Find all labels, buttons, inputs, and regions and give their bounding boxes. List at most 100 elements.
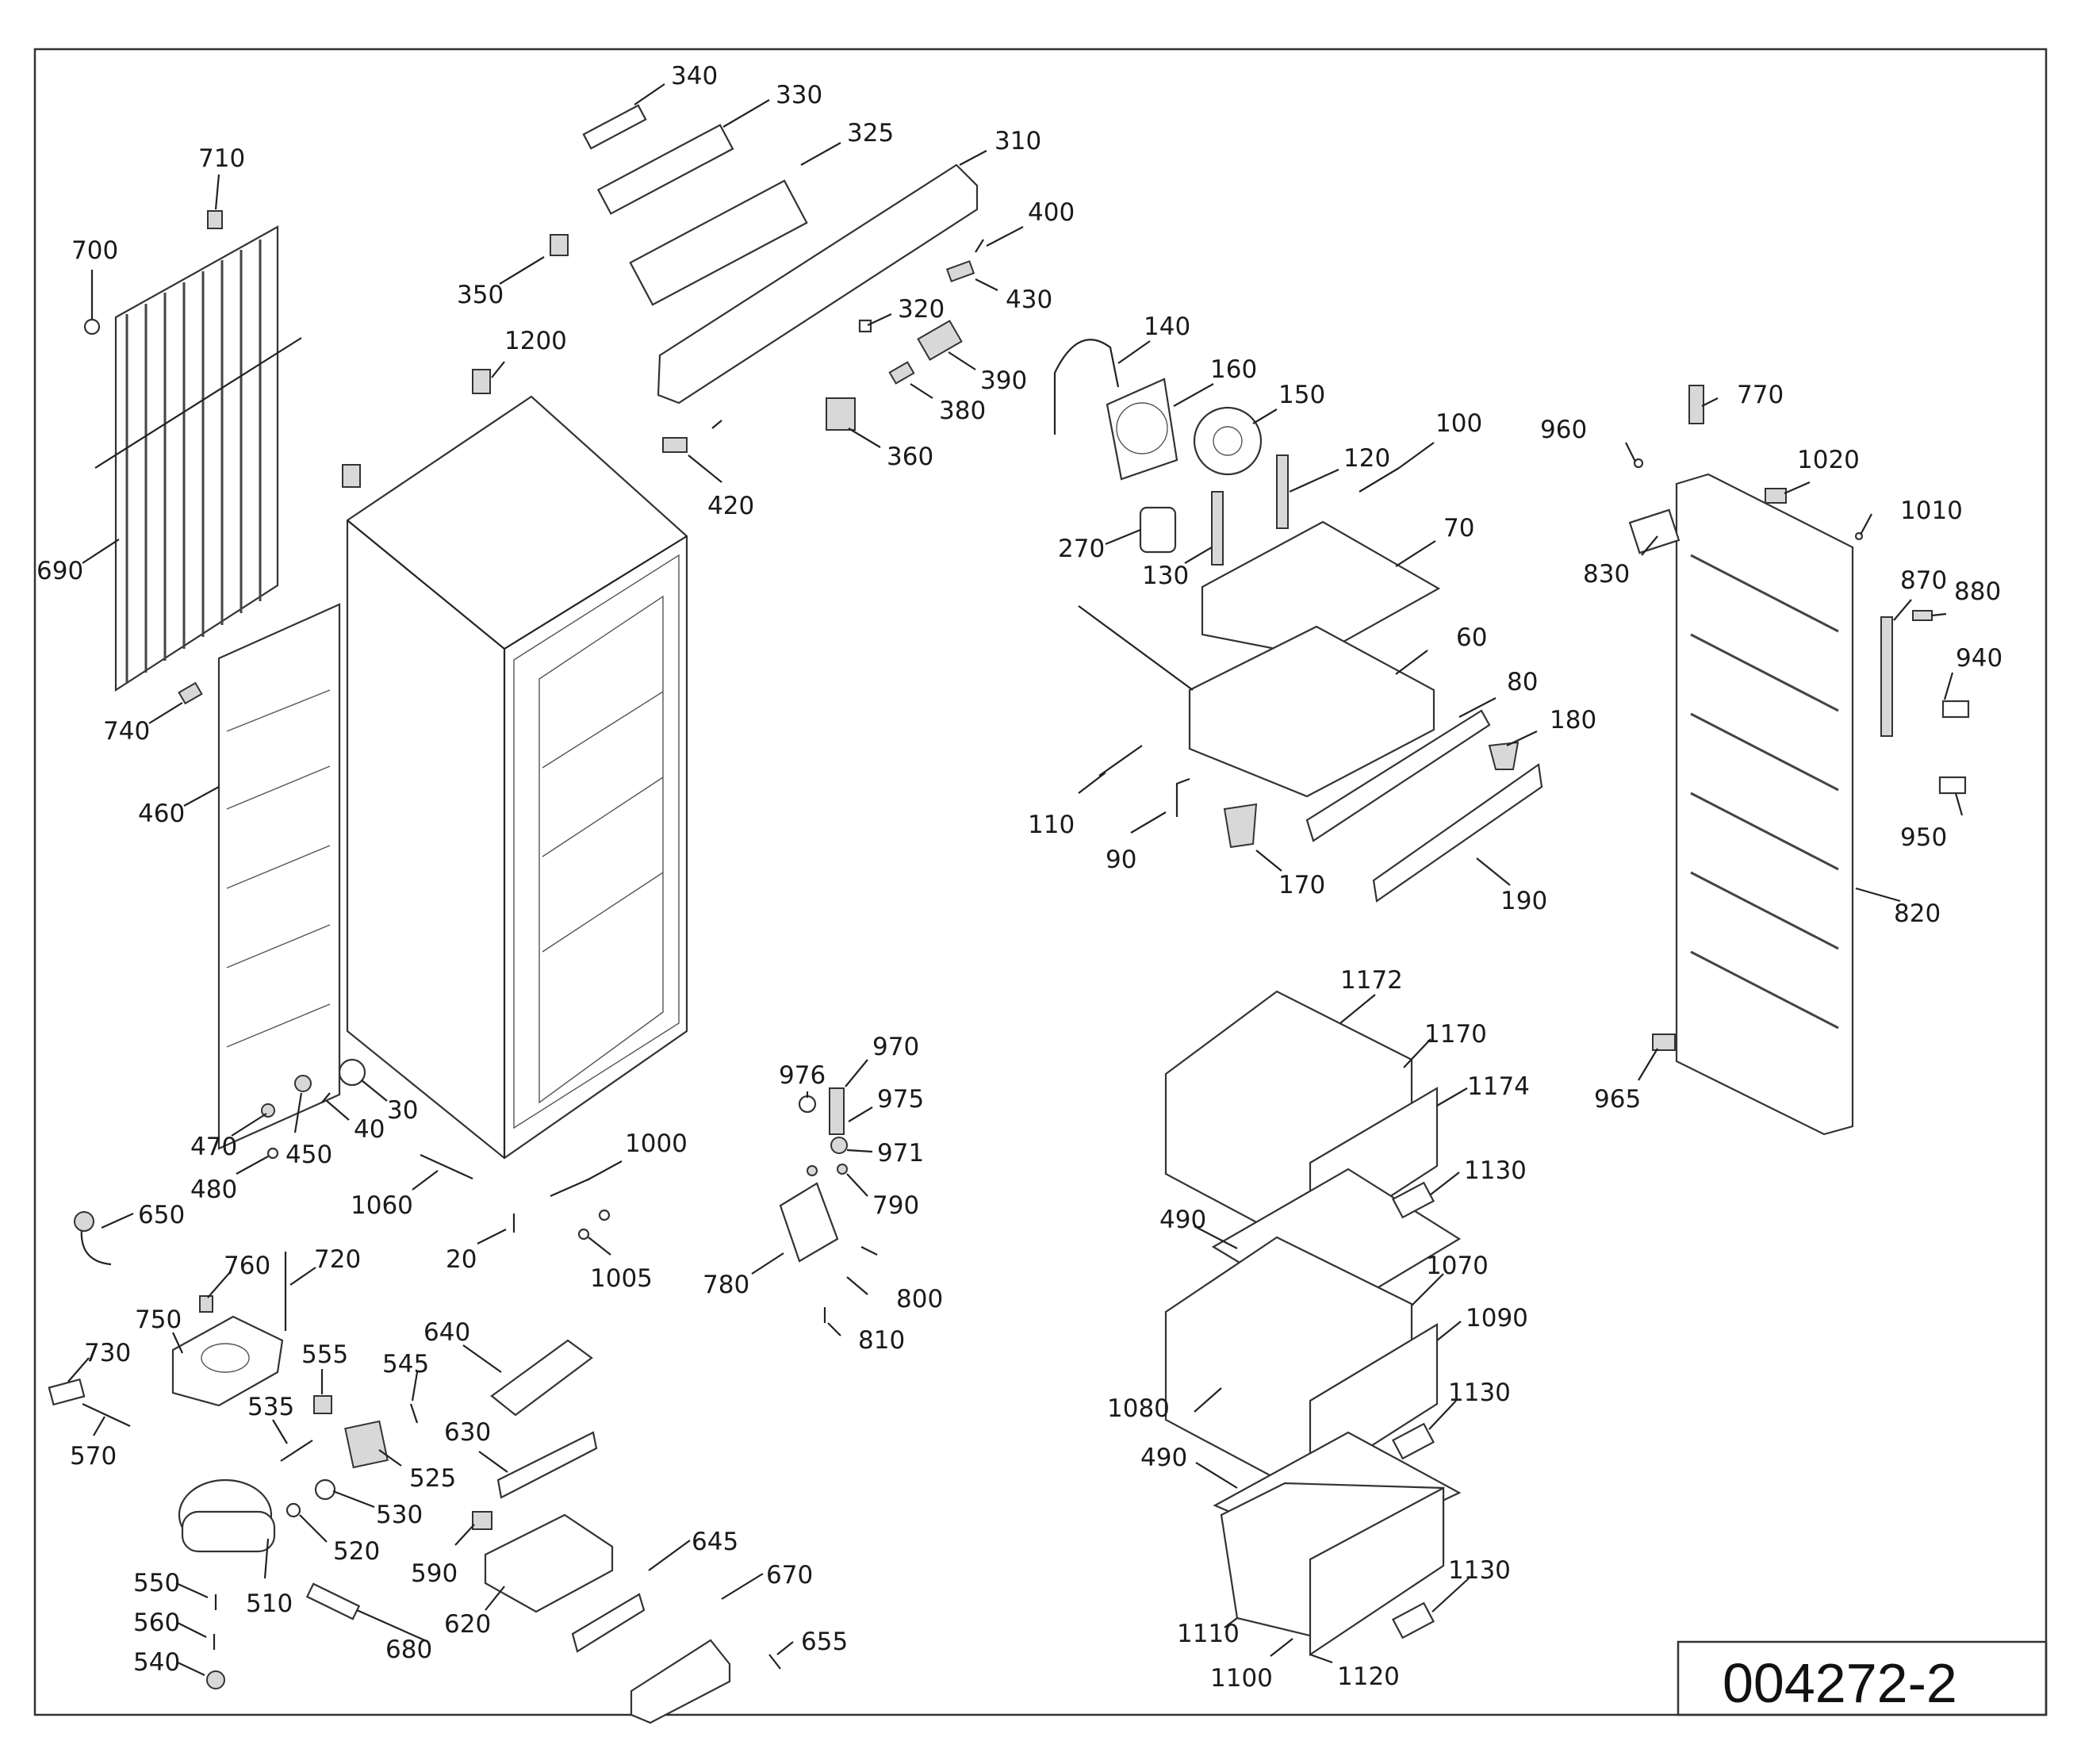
label-460: 460 bbox=[138, 800, 185, 828]
label-670: 670 bbox=[766, 1561, 813, 1590]
label-870: 870 bbox=[1900, 566, 1947, 595]
screw-400 bbox=[975, 239, 984, 253]
label-270: 270 bbox=[1058, 535, 1105, 563]
label-535: 535 bbox=[247, 1393, 294, 1421]
cup-180 bbox=[1488, 741, 1520, 770]
label-650: 650 bbox=[138, 1201, 185, 1229]
label-1170: 1170 bbox=[1424, 1020, 1487, 1049]
label-420: 420 bbox=[707, 492, 754, 520]
hinge-bracket-1200 bbox=[472, 369, 491, 394]
label-520: 520 bbox=[333, 1537, 380, 1566]
relay-525 bbox=[344, 1420, 389, 1469]
part-350 bbox=[550, 234, 569, 256]
foot-30 bbox=[338, 1058, 366, 1087]
label-750: 750 bbox=[135, 1306, 182, 1334]
label-620: 620 bbox=[444, 1610, 491, 1639]
part-570 bbox=[82, 1403, 131, 1427]
part-380 bbox=[888, 361, 915, 385]
outer-frame bbox=[33, 48, 2048, 1716]
label-70: 70 bbox=[1443, 514, 1474, 543]
label-490-b: 490 bbox=[1140, 1444, 1187, 1472]
drawer-1100 bbox=[1220, 1482, 1445, 1657]
label-790: 790 bbox=[872, 1191, 919, 1220]
label-1070: 1070 bbox=[1426, 1252, 1489, 1280]
part-590 bbox=[472, 1511, 492, 1530]
part-170 bbox=[1223, 803, 1258, 849]
tray-70 bbox=[1201, 520, 1441, 658]
label-140: 140 bbox=[1144, 313, 1190, 341]
label-555: 555 bbox=[301, 1340, 348, 1369]
label-1060: 1060 bbox=[351, 1191, 413, 1220]
label-390: 390 bbox=[980, 366, 1027, 395]
label-590: 590 bbox=[411, 1559, 458, 1588]
foot-450 bbox=[294, 1075, 312, 1092]
compressor-510 bbox=[178, 1478, 276, 1553]
label-880: 880 bbox=[1954, 577, 2001, 606]
label-976: 976 bbox=[779, 1061, 826, 1090]
label-90: 90 bbox=[1106, 846, 1136, 874]
label-1200: 1200 bbox=[504, 327, 567, 355]
cap-940 bbox=[1941, 700, 1970, 719]
box-750-opening bbox=[201, 1343, 250, 1373]
gasket-140 bbox=[1053, 339, 1120, 435]
label-1090: 1090 bbox=[1466, 1304, 1528, 1333]
label-1020: 1020 bbox=[1797, 446, 1860, 474]
cabinet-body bbox=[346, 395, 688, 1160]
part-520 bbox=[286, 1502, 301, 1518]
label-320: 320 bbox=[898, 295, 945, 324]
tray-620 bbox=[484, 1513, 614, 1613]
wire-535 bbox=[280, 1440, 313, 1462]
label-190: 190 bbox=[1500, 887, 1547, 915]
label-965: 965 bbox=[1594, 1085, 1641, 1114]
bracket-1060 bbox=[420, 1153, 473, 1180]
cap-710 bbox=[207, 210, 223, 229]
part-labels: 340 330 325 310 400 430 350 320 390 380 … bbox=[36, 62, 2002, 1693]
pin-770 bbox=[1688, 385, 1704, 424]
label-350: 350 bbox=[457, 281, 504, 309]
fan-housing-160-ring bbox=[1116, 402, 1168, 454]
tube-90 bbox=[1175, 777, 1190, 817]
label-800: 800 bbox=[896, 1285, 943, 1313]
part-1005b bbox=[577, 1228, 590, 1241]
label-700: 700 bbox=[71, 236, 118, 265]
foot-540 bbox=[206, 1670, 225, 1689]
label-560: 560 bbox=[133, 1609, 180, 1637]
label-1130-a bbox=[1391, 1181, 1435, 1219]
label-1005: 1005 bbox=[590, 1264, 653, 1293]
diagram-code-box: 004272-2 bbox=[1677, 1640, 2048, 1716]
label-490-a: 490 bbox=[1159, 1206, 1206, 1234]
label-1130-b bbox=[1391, 1422, 1435, 1460]
strip-80 bbox=[1305, 709, 1491, 842]
label-730: 730 bbox=[84, 1339, 131, 1367]
label-1130-a: 1130 bbox=[1464, 1156, 1527, 1185]
fan-motor-150-hub bbox=[1213, 426, 1243, 456]
label-30: 30 bbox=[387, 1096, 418, 1125]
part-340 bbox=[582, 104, 647, 150]
label-325: 325 bbox=[847, 119, 894, 148]
rail-1000 bbox=[550, 1177, 591, 1198]
label-400: 400 bbox=[1028, 198, 1075, 227]
part-965 bbox=[1652, 1033, 1676, 1051]
gasket-270 bbox=[1139, 506, 1177, 554]
part-130 bbox=[1211, 491, 1224, 566]
label-120: 120 bbox=[1343, 444, 1390, 473]
fan-motor-150 bbox=[1193, 406, 1263, 476]
label-170: 170 bbox=[1278, 871, 1325, 899]
part-325 bbox=[629, 179, 808, 306]
label-820: 820 bbox=[1894, 899, 1941, 928]
label-690: 690 bbox=[36, 557, 83, 585]
handle-830 bbox=[1628, 508, 1681, 554]
label-180: 180 bbox=[1550, 706, 1596, 734]
label-1172: 1172 bbox=[1340, 966, 1403, 995]
wire-harness-60 bbox=[1078, 605, 1194, 691]
label-630: 630 bbox=[444, 1418, 491, 1447]
rod-110 bbox=[1098, 745, 1143, 777]
label-1110: 1110 bbox=[1177, 1620, 1240, 1648]
clip-740 bbox=[178, 681, 203, 705]
label-40: 40 bbox=[354, 1115, 385, 1144]
label-360: 360 bbox=[887, 443, 933, 471]
label-645: 645 bbox=[692, 1528, 738, 1556]
label-60: 60 bbox=[1456, 623, 1487, 652]
tray-630 bbox=[496, 1431, 598, 1499]
label-340: 340 bbox=[671, 62, 718, 90]
